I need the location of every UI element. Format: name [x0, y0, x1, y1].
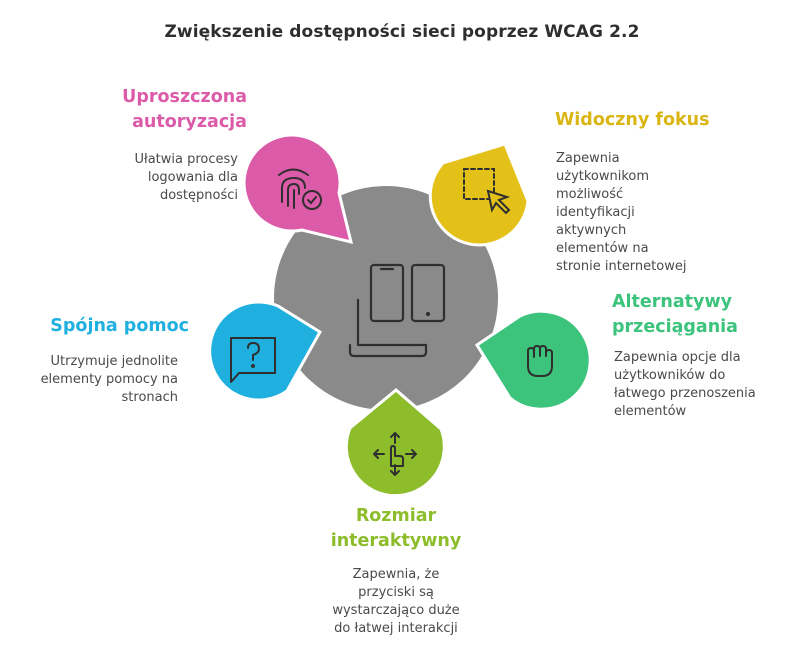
item-title-spojna: Spójna pomoc	[50, 316, 189, 336]
drop-uproszczona	[242, 133, 354, 245]
help-chat-icon	[230, 337, 276, 383]
item-desc-alternatywy: Zapewnia opcje dla użytkowników do łatwe…	[614, 350, 756, 419]
devices-icon	[348, 263, 446, 358]
item-title-widoczny: Widoczny fokus	[555, 110, 710, 130]
item-desc-spojna: Utrzymuje jednolite elementy pomocy na s…	[40, 354, 178, 405]
drop-shape	[428, 142, 530, 247]
drop-alternatywy	[474, 309, 592, 411]
drop-shape	[474, 309, 592, 411]
diagram-title: Zwiększenie dostępności sieci poprzez WC…	[164, 22, 640, 42]
item-title-rozmiar: Rozmiar interaktywny	[330, 506, 462, 551]
drop-rozmiar	[344, 388, 446, 498]
grab-hand-icon	[527, 345, 553, 377]
item-desc-rozmiar: Zapewnia, że przyciski są wystarczająco …	[332, 567, 460, 636]
fingerprint-check-icon	[278, 168, 322, 210]
item-desc-widoczny: Zapewnia użytkownikom możliwość identyfi…	[556, 151, 687, 274]
item-desc-uproszczona: Ułatwia procesy logowania dla dostępnośc…	[134, 152, 239, 203]
touch-move-icon	[373, 432, 417, 476]
center-circle	[274, 186, 498, 410]
item-title-uproszczona: Uproszczona autoryzacja	[122, 87, 247, 132]
drop-widoczny	[428, 142, 530, 247]
item-title-alternatywy: Alternatywy przeciągania	[612, 292, 738, 337]
drop-shape	[242, 133, 354, 245]
focus-cursor-icon	[463, 168, 511, 215]
drop-spojna	[208, 300, 323, 402]
